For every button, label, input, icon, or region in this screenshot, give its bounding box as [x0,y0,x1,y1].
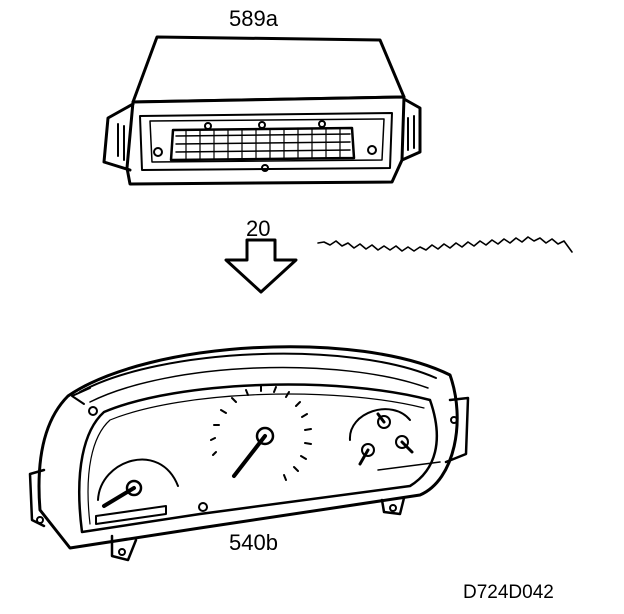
control-module-icon [102,35,422,186]
figure-reference: D724D042 [463,582,554,603]
down-arrow-icon [224,238,298,294]
cluster-label: 540b [229,530,278,555]
noisy-signal-icon [317,236,573,253]
ecu-label: 589a [229,6,278,31]
instrument-cluster-icon [28,345,470,562]
signal-label: 20 [246,216,271,241]
